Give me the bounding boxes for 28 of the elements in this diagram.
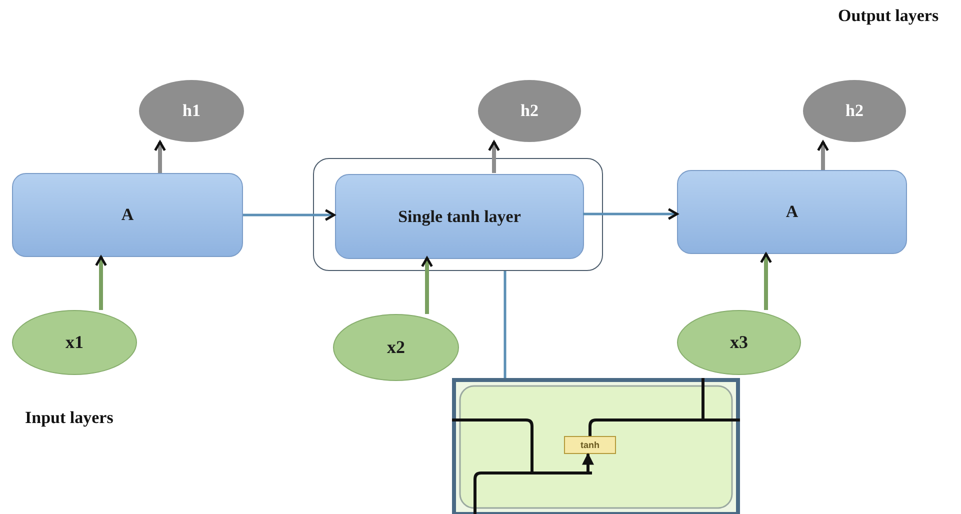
layer-caption: Input layers bbox=[25, 408, 114, 428]
node-label: A bbox=[121, 205, 134, 225]
arrow bbox=[154, 140, 166, 173]
cell-detail-drawing bbox=[452, 378, 740, 514]
cell-frame bbox=[313, 158, 603, 271]
arrow bbox=[95, 256, 107, 310]
node-label: h2 bbox=[846, 101, 864, 121]
arrow bbox=[243, 209, 336, 221]
cell-box bbox=[12, 173, 243, 257]
connector-line bbox=[504, 271, 506, 378]
arrow bbox=[488, 140, 500, 173]
node-label: h2 bbox=[520, 101, 538, 121]
node-label: h1 bbox=[182, 101, 200, 121]
arrow bbox=[421, 256, 433, 314]
cell-box bbox=[335, 174, 584, 259]
node-label: tanh bbox=[580, 440, 600, 450]
arrow bbox=[760, 252, 772, 310]
node-label: x2 bbox=[387, 337, 405, 358]
arrow bbox=[817, 140, 829, 170]
node-label: x3 bbox=[730, 332, 748, 353]
tanh-box bbox=[564, 436, 616, 454]
cell-box bbox=[677, 170, 907, 254]
node-label: x1 bbox=[66, 332, 84, 353]
arrow bbox=[582, 452, 594, 473]
layer-caption: Output layers bbox=[838, 6, 939, 26]
node-label: Single tanh layer bbox=[398, 206, 521, 226]
arrow bbox=[583, 208, 678, 220]
node-label: A bbox=[786, 202, 798, 222]
